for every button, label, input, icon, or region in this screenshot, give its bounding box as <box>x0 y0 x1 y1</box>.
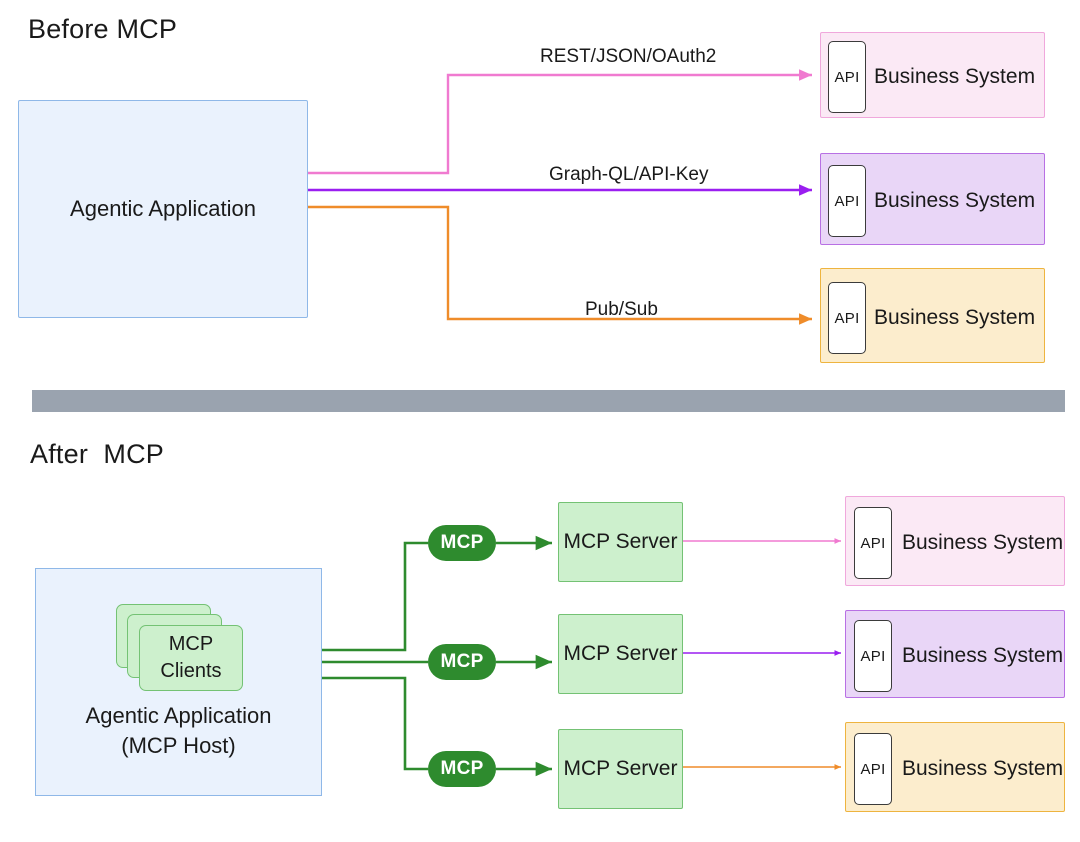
mcp-server-label: MCP Server <box>563 642 678 665</box>
api-chip: API <box>854 620 892 692</box>
business-system-box-pink-before: API Business System <box>820 32 1045 118</box>
mcp-clients-card-front[interactable]: MCP Clients <box>139 625 243 691</box>
business-system-box-orange-before: API Business System <box>820 268 1045 363</box>
mcp-server-box-2[interactable]: MCP Server <box>558 614 683 694</box>
agentic-application-label-after: Agentic Application (MCP Host) <box>85 703 272 758</box>
mcp-badge-1[interactable]: MCP <box>428 525 496 561</box>
business-system-label: Business System <box>902 644 1064 667</box>
business-system-box-pink-after: API Business System <box>845 496 1065 586</box>
business-system-label: Business System <box>874 189 1036 212</box>
mcp-server-box-3[interactable]: MCP Server <box>558 729 683 809</box>
business-system-box-purple-before: API Business System <box>820 153 1045 245</box>
connector-label-rest-json-oauth2: REST/JSON/OAuth2 <box>540 46 717 67</box>
business-system-label: Business System <box>874 306 1036 329</box>
mcp-badge-3[interactable]: MCP <box>428 751 496 787</box>
agentic-application-label-before: Agentic Application <box>70 196 256 221</box>
business-system-label: Business System <box>902 757 1064 780</box>
mcp-clients-label: MCP Clients <box>160 633 222 682</box>
section-title-after: After MCP <box>30 439 165 469</box>
section-divider <box>32 390 1065 412</box>
business-system-box-purple-after: API Business System <box>845 610 1065 698</box>
agentic-application-box-before: Agentic Application <box>18 100 308 318</box>
api-chip: API <box>854 733 892 805</box>
api-chip: API <box>828 165 866 237</box>
connector-pubsub <box>307 205 812 325</box>
connector-label-graphql-apikey: Graph-QL/API-Key <box>549 164 709 185</box>
mcp-badge-2[interactable]: MCP <box>428 644 496 680</box>
mcp-server-label: MCP Server <box>563 530 678 553</box>
business-system-label: Business System <box>902 531 1064 554</box>
connector-label-pubsub: Pub/Sub <box>585 299 658 320</box>
business-system-label: Business System <box>874 65 1036 88</box>
api-chip: API <box>828 282 866 354</box>
section-title-before: Before MCP <box>28 14 178 44</box>
mcp-server-label: MCP Server <box>563 757 678 780</box>
business-system-box-orange-after: API Business System <box>845 722 1065 812</box>
api-chip: API <box>828 41 866 113</box>
mcp-server-box-1[interactable]: MCP Server <box>558 502 683 582</box>
connector-rest-json-oauth2 <box>307 69 812 175</box>
api-chip: API <box>854 507 892 579</box>
